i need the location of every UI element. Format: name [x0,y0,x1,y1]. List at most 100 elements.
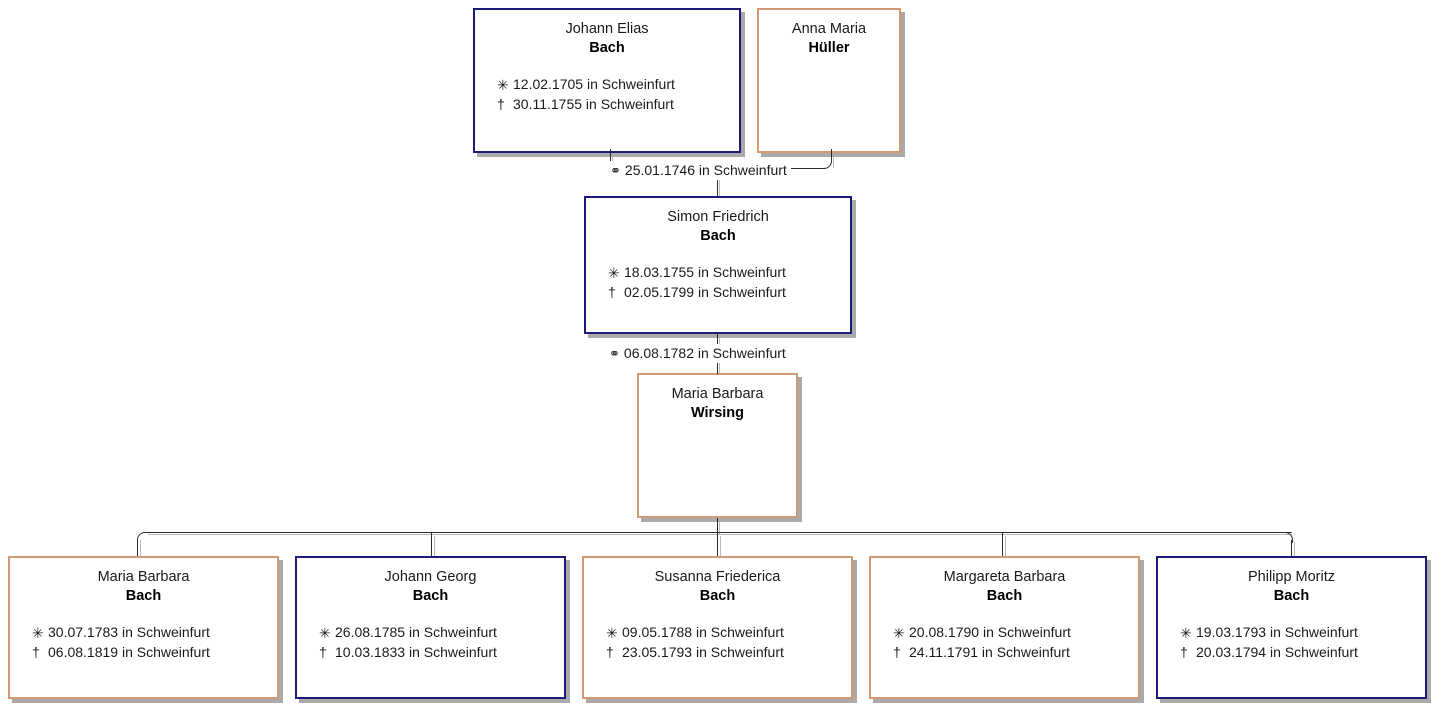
death-icon: † [606,644,614,660]
death-row: † 30.11.1755 in Schweinfurt [497,94,739,114]
birth-date: 18.03.1755 in Schweinfurt [624,264,786,280]
person-surname: Bach [125,588,162,604]
person-given-name: Maria Barbara [97,569,190,585]
death-icon: † [32,644,40,660]
person-given-name: Anna Maria [791,21,867,37]
birth-date: 30.07.1783 in Schweinfurt [48,624,210,640]
connector-elbow-child-1 [137,532,146,543]
person-given-name: Maria Barbara [671,386,764,402]
death-icon: † [497,96,505,112]
birth-date: 12.02.1705 in Schweinfurt [513,76,675,92]
death-row: † 23.05.1793 in Schweinfurt [606,642,851,662]
death-date: 06.08.1819 in Schweinfurt [48,644,210,660]
connector-shadow [140,540,141,556]
person-events: ✳20.08.1790 in Schweinfurt † 24.11.1791 i… [871,622,1138,662]
connector-elbow-child-5 [1284,532,1293,543]
connector-child-drop-1 [137,540,138,556]
person-surname: Bach [589,40,625,56]
birth-date: 26.08.1785 in Schweinfurt [335,624,497,640]
birth-icon: ✳ [893,625,905,641]
death-row: † 10.03.1833 in Schweinfurt [319,642,564,662]
person-box-johann-georg-bach[interactable]: Johann Georg Bach ✳26.08.1785 in Schwein… [295,556,566,699]
death-row: † 24.11.1791 in Schweinfurt [893,642,1138,662]
marriage-label-1: ⚭25.01.1746 in Schweinfurt [606,161,791,180]
person-given-name: Margareta Barbara [943,569,1066,585]
connector-shadow [719,170,720,196]
connector-shadow [434,536,435,556]
person-events: ✳26.08.1785 in Schweinfurt † 10.03.1833 i… [297,622,564,662]
death-row: † 02.05.1799 in Schweinfurt [608,282,850,302]
marriage-date: 25.01.1746 in Schweinfurt [624,162,787,178]
person-surname: Bach [700,228,736,244]
connector-elbow-mother [823,158,832,169]
birth-icon: ✳ [497,77,509,93]
connector-parents-to-siblings [717,518,718,556]
person-box-maria-barbara-bach[interactable]: Maria Barbara Bach ✳30.07.1783 in Schwei… [8,556,279,699]
death-icon: † [893,644,901,660]
birth-date: 19.03.1793 in Schweinfurt [1196,624,1358,640]
connector-shadow [1005,536,1006,556]
person-box-johann-elias-bach[interactable]: Johann Elias Bach ✳12.02.1705 in Schwein… [473,8,741,153]
birth-icon: ✳ [32,625,44,641]
death-icon: † [608,284,616,300]
death-row: † 06.08.1819 in Schweinfurt [32,642,277,662]
person-given-name: Philipp Moritz [1247,569,1336,585]
connector-mother-drop [831,149,832,162]
marriage-icon: ⚭ [610,163,621,178]
person-surname: Bach [412,588,449,604]
death-date: 02.05.1799 in Schweinfurt [624,284,786,300]
birth-row: ✳26.08.1785 in Schweinfurt [319,622,564,642]
birth-icon: ✳ [608,265,620,281]
person-box-margareta-barbara-bach[interactable]: Margareta Barbara Bach ✳20.08.1790 in Sc… [869,556,1140,699]
birth-date: 09.05.1788 in Schweinfurt [622,624,784,640]
connector-child-drop-4 [1002,532,1003,556]
connector-shadow [1294,542,1295,556]
connector-child-drop-2 [431,532,432,556]
connector-shadow [720,536,721,556]
person-box-susanna-friederica-bach[interactable]: Susanna Friederica Bach ✳09.05.1788 in S… [582,556,853,699]
person-events: ✳19.03.1793 in Schweinfurt † 20.03.1794 i… [1158,622,1425,662]
person-events: ✳12.02.1705 in Schweinfurt † 30.11.1755 i… [475,74,739,114]
death-date: 24.11.1791 in Schweinfurt [909,644,1070,660]
person-surname: Bach [1273,588,1310,604]
connector-shadow [833,152,834,168]
marriage-label-2: ⚭06.08.1782 in Schweinfurt [605,344,790,363]
death-date: 20.03.1794 in Schweinfurt [1196,644,1358,660]
person-box-anna-maria-hueller[interactable]: Anna Maria Hüller [757,8,901,153]
person-events: ✳09.05.1788 in Schweinfurt † 23.05.1793 i… [584,622,851,662]
marriage-date: 06.08.1782 in Schweinfurt [623,345,786,361]
person-surname: Bach [699,588,736,604]
birth-row: ✳30.07.1783 in Schweinfurt [32,622,277,642]
connector-shadow [148,534,1292,535]
person-box-philipp-moritz-bach[interactable]: Philipp Moritz Bach ✳19.03.1793 in Schwe… [1156,556,1427,699]
person-given-name: Simon Friedrich [667,209,769,225]
birth-date: 20.08.1790 in Schweinfurt [909,624,1071,640]
death-icon: † [319,644,327,660]
birth-row: ✳18.03.1755 in Schweinfurt [608,262,850,282]
person-box-maria-barbara-wirsing[interactable]: Maria Barbara Wirsing [637,373,798,518]
death-date: 10.03.1833 in Schweinfurt [335,644,497,660]
person-box-simon-friedrich-bach[interactable]: Simon Friedrich Bach ✳18.03.1755 in Schw… [584,196,852,334]
connector-child-drop-1 [717,168,718,196]
person-given-name: Susanna Friederica [654,569,781,585]
marriage-icon: ⚭ [609,346,620,361]
person-surname: Bach [986,588,1023,604]
connector-child-drop-5 [1291,540,1292,556]
death-row: † 20.03.1794 in Schweinfurt [1180,642,1425,662]
birth-row: ✳09.05.1788 in Schweinfurt [606,622,851,642]
connector-shadow [719,520,720,534]
birth-row: ✳20.08.1790 in Schweinfurt [893,622,1138,642]
connector-sibling-bar [145,532,1292,533]
birth-row: ✳12.02.1705 in Schweinfurt [497,74,739,94]
death-icon: † [1180,644,1188,660]
birth-icon: ✳ [1180,625,1192,641]
connector-father-drop [610,149,611,162]
death-date: 23.05.1793 in Schweinfurt [622,644,784,660]
person-given-name: Johann Georg [384,569,477,585]
death-date: 30.11.1755 in Schweinfurt [513,96,674,112]
birth-row: ✳19.03.1793 in Schweinfurt [1180,622,1425,642]
person-given-name: Johann Elias [565,21,649,37]
person-surname: Hüller [808,40,850,56]
birth-icon: ✳ [319,625,331,641]
